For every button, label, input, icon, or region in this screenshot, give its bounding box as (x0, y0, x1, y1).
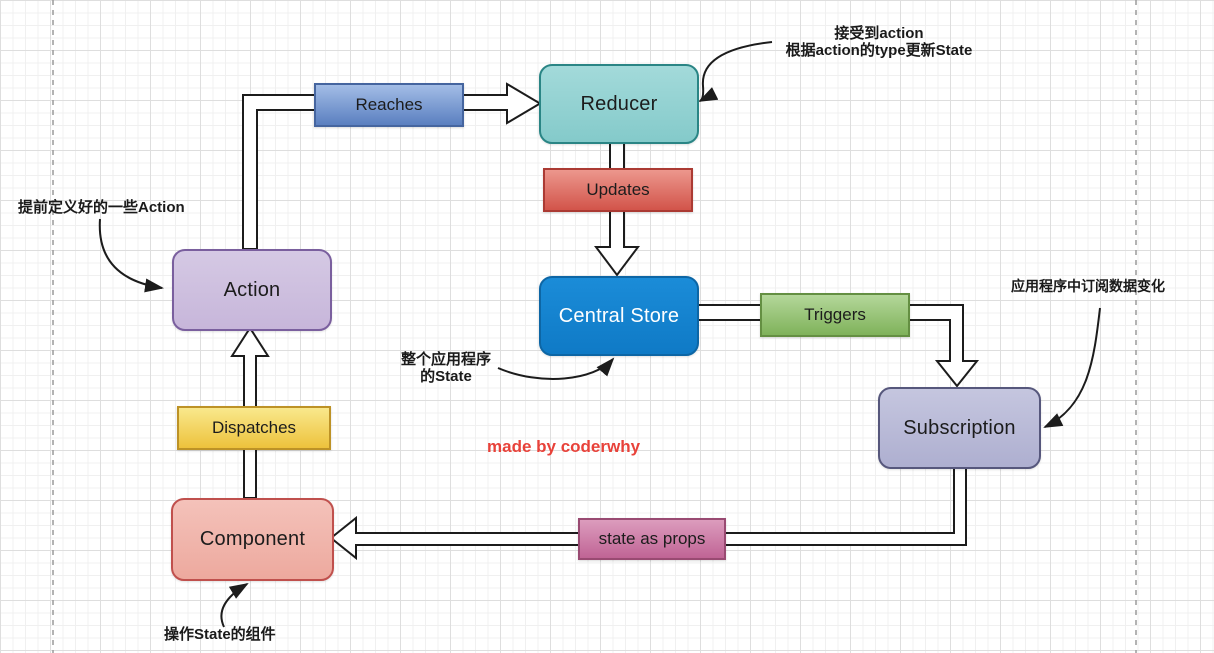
connector-label-triggers: Triggers (760, 293, 910, 337)
annotation-reducer-line2: 根据action的type更新State (785, 42, 973, 59)
annotation-reducer-line1: 接受到action (834, 25, 924, 42)
node-subscription: Subscription (878, 387, 1041, 469)
connector-label-dispatches: Dispatches (177, 406, 331, 450)
annotation-component-text: 操作State的组件 (164, 626, 276, 643)
node-component: Component (171, 498, 334, 581)
updates-text: Updates (586, 180, 650, 199)
triggers-text: Triggers (804, 305, 866, 324)
note-arrow-to-store (497, 357, 615, 380)
dispatches-text: Dispatches (211, 418, 297, 437)
note-arrow-to-reducer (698, 41, 773, 102)
watermark-text: made by coderwhy (487, 437, 641, 456)
node-central-store-label: Central Store (558, 304, 680, 327)
note-arrow-to-component (220, 582, 249, 628)
annotation-store-line1: 整个应用程序 (400, 351, 491, 368)
node-central-store: Central Store (539, 276, 699, 356)
annotation-reducer: 接受到action 根据action的type更新State (729, 25, 1029, 59)
reaches-text: Reaches (355, 95, 423, 114)
connector-label-state-as-props: state as props (578, 518, 726, 560)
annotation-subscription-text: 应用程序中订阅数据变化 (1011, 278, 1165, 294)
state-as-props-text: state as props (598, 529, 706, 548)
note-arrow-to-subscription (1043, 307, 1101, 428)
node-action-label: Action (223, 278, 281, 301)
node-reducer-label: Reducer (580, 92, 658, 115)
node-subscription-label: Subscription (903, 416, 1016, 439)
annotation-subscription: 应用程序中订阅数据变化 (1011, 278, 1165, 295)
annotation-action: 提前定义好的一些Action (18, 199, 185, 216)
annotation-action-text: 提前定义好的一些Action (18, 199, 185, 216)
note-arrow-to-action (98, 218, 164, 293)
node-reducer: Reducer (539, 64, 699, 144)
annotation-component: 操作State的组件 (164, 626, 276, 643)
node-component-label: Component (199, 528, 306, 550)
connector-label-updates: Updates (543, 168, 693, 212)
annotation-store-line2: 的State (420, 368, 472, 385)
annotation-store: 整个应用程序 的State (386, 351, 506, 385)
connector-label-reaches: Reaches (314, 83, 464, 127)
node-action: Action (172, 249, 332, 331)
